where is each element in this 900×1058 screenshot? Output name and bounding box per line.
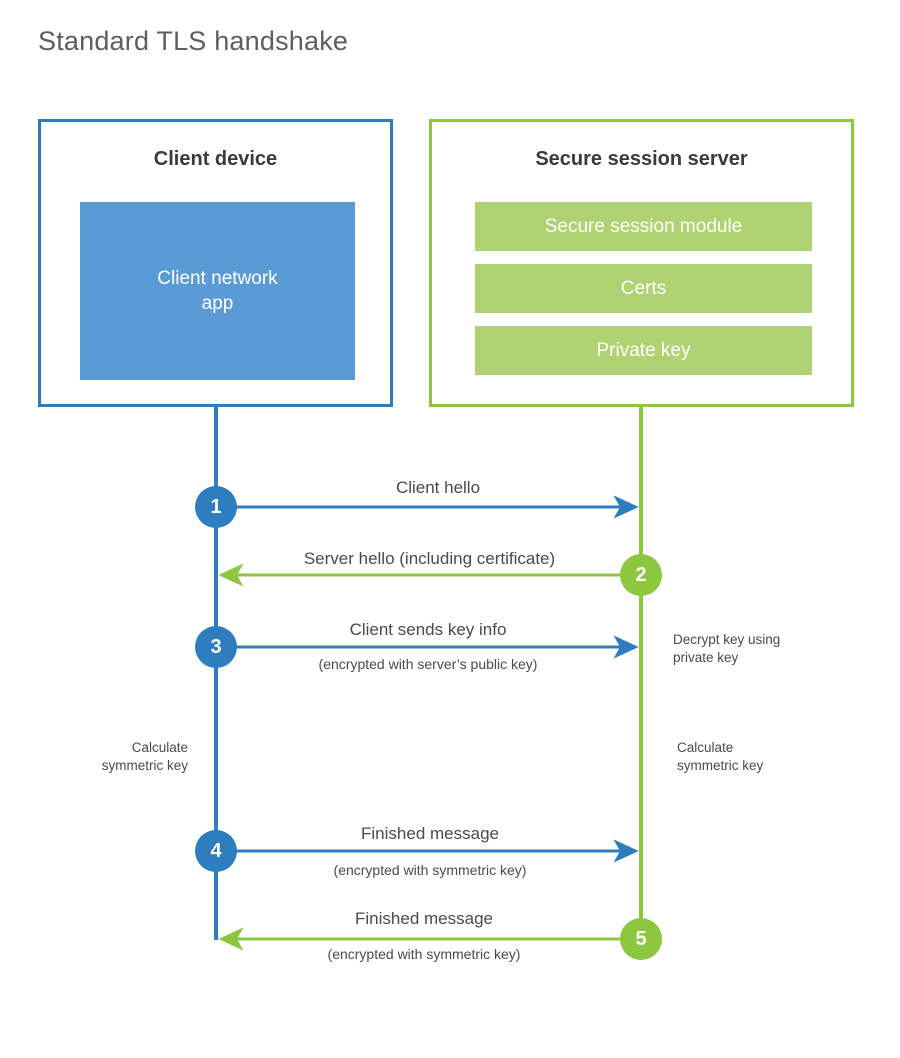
step-marker-1[interactable]: 1 <box>195 486 237 528</box>
note-client-calculate-symmetric-key: Calculate symmetric key <box>101 740 188 773</box>
note-server-calculate-symmetric-key: Calculate symmetric key <box>677 740 764 773</box>
certs-block: Certs <box>475 264 812 313</box>
note-server-decrypt-key: Decrypt key using private key <box>673 632 781 665</box>
step-marker-5[interactable]: 5 <box>620 918 662 960</box>
client-network-app-block: Client network app <box>80 202 355 380</box>
step-marker-3[interactable]: 3 <box>195 626 237 668</box>
message-label-step-3: Client sends key info <box>349 620 507 639</box>
message-sublabel-step-4: (encrypted with symmetric key) <box>333 862 527 878</box>
secure-session-server-box: Secure session server Secure session mod… <box>429 119 854 407</box>
client-device-box: Client device Client network app <box>38 119 393 407</box>
page-title: Standard TLS handshake <box>38 26 349 56</box>
client-device-title: Client device <box>153 148 278 170</box>
message-sublabel-step-3: (encrypted with server’s public key) <box>318 656 538 672</box>
secure-session-module-block: Secure session module <box>475 202 812 251</box>
message-sublabel-step-5: (encrypted with symmetric key) <box>327 946 521 962</box>
message-label-step-4: Finished message <box>361 824 499 843</box>
step-marker-4[interactable]: 4 <box>195 830 237 872</box>
private-key-block: Private key <box>475 326 812 375</box>
message-label-step-2: Server hello (including certificate) <box>303 549 556 568</box>
message-label-step-1: Client hello <box>395 478 481 497</box>
step-marker-2[interactable]: 2 <box>620 554 662 596</box>
secure-session-server-title: Secure session server <box>535 148 748 170</box>
message-label-step-5: Finished message <box>355 909 493 928</box>
